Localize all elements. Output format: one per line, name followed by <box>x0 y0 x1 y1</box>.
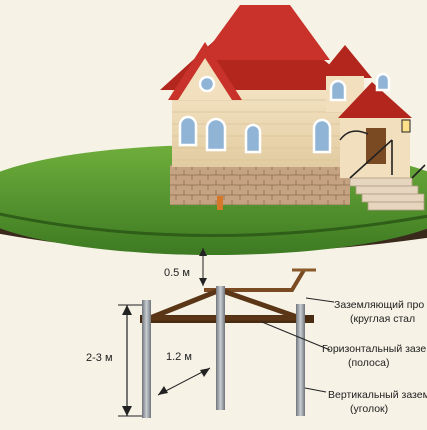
height-label: 2-3 м <box>86 352 113 364</box>
grounding-conductor <box>204 268 306 292</box>
electrode-right <box>296 304 305 416</box>
depth-label: 0.5 м <box>164 267 190 279</box>
spacing-dim-line <box>157 367 211 396</box>
window-3 <box>244 123 262 154</box>
porch-roof <box>338 82 412 118</box>
dormer-roof <box>318 45 372 78</box>
porch-steps <box>349 177 425 211</box>
window-2 <box>205 117 227 152</box>
gable-window <box>375 72 391 92</box>
porch-railing <box>349 139 426 179</box>
conductor-label-line1: Заземляющий про <box>334 299 424 311</box>
electrode-center <box>216 286 225 410</box>
height-arrow-top <box>122 305 132 315</box>
conductor-label-line2: (круглая стал <box>350 313 415 325</box>
leader-vertical <box>304 387 327 393</box>
house-foundation <box>170 165 350 205</box>
spacing-arrow-right <box>200 368 210 377</box>
dormer-window <box>329 79 347 102</box>
lamp-bracket <box>339 130 369 141</box>
vertical-label-line1: Вертикальный зазем <box>328 389 427 401</box>
spacing-label: 1.2 м <box>166 351 192 363</box>
front-door <box>366 128 386 164</box>
depth-arrow-bottom <box>199 278 207 286</box>
lamp <box>401 119 411 133</box>
vertical-label-line2: (уголок) <box>350 403 388 415</box>
leader-horizontal <box>261 321 331 351</box>
height-arrow-bottom <box>122 406 132 416</box>
horizontal-label-line1: Горизонтальный зазе <box>322 343 426 355</box>
leader-conductor <box>305 297 335 303</box>
upper-roof <box>200 5 330 60</box>
round-window <box>198 75 216 93</box>
vertical-electrodes <box>142 286 305 418</box>
window-1 <box>178 115 198 147</box>
window-4 <box>312 118 332 154</box>
horizontal-label-line2: (полоса) <box>348 357 389 369</box>
electrode-left <box>142 300 151 418</box>
house <box>160 5 426 211</box>
spacing-arrow-left <box>158 386 168 395</box>
lawn-edge <box>0 212 427 237</box>
ground-lead-in <box>217 196 223 210</box>
depth-arrow-top <box>199 248 207 256</box>
